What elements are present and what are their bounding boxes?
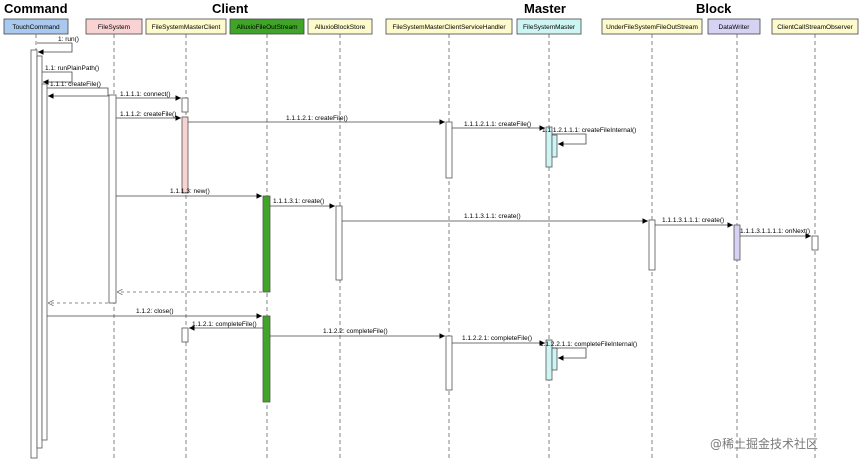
activation-fsm-completefileinternal xyxy=(551,347,558,371)
participant-label: DataWriter xyxy=(719,24,751,31)
message-label: 1.1.1.3.1.1.1: create() xyxy=(662,217,724,224)
message-label: 1: run() xyxy=(58,36,79,43)
group-label-client: Client xyxy=(212,1,249,16)
participant-alluxioblockstore: AlluxioBlockStore xyxy=(307,18,373,35)
message-label: 1.1.1.3.1.1.1.1: onNext() xyxy=(740,228,810,235)
participant-filesystemmasterclient: FileSystemMasterClient xyxy=(145,18,227,35)
activation-touchcommand-inner xyxy=(41,83,48,441)
activation-handler-createfile xyxy=(445,121,453,179)
message-label: 1.1.1.3.1.1: create() xyxy=(464,213,521,220)
message-arrows xyxy=(37,42,811,361)
participant-filesystemmaster: FileSystemMaster xyxy=(516,18,582,35)
participant-label: ClientCallStreamObserver xyxy=(777,24,853,31)
message-label: 1.1: runPlainPath() xyxy=(45,65,99,72)
participant-underfilesystemfileoutstream: UnderFileSystemFileOutStream xyxy=(601,18,703,35)
activation-fsmc-completefile xyxy=(181,327,189,343)
participant-touchcommand: TouchCommand xyxy=(3,18,69,35)
activation-fsm-createfileinternal xyxy=(551,134,558,158)
arrow-run xyxy=(37,42,73,55)
activation-afo-close xyxy=(262,315,271,403)
group-label-block: Block xyxy=(696,1,732,16)
participant-label: FileSystemMasterClient xyxy=(152,24,221,31)
activation-handler-completefile xyxy=(445,335,453,391)
participant-label: UnderFileSystemFileOutStream xyxy=(606,24,698,31)
activation-touchcommand-run xyxy=(30,49,38,459)
message-label: 1.1.1.2: createFile() xyxy=(120,111,176,118)
activation-fsmc-createfile xyxy=(181,116,189,194)
participant-filesystem: FileSystem xyxy=(85,18,143,35)
message-label: 1.1.1.3.1: create() xyxy=(273,198,324,205)
return-arrows xyxy=(48,292,262,303)
activation-touchcommand-runplain xyxy=(36,55,43,449)
participant-label: AlluxioBlockStore xyxy=(315,24,366,31)
activation-ufs-create xyxy=(648,219,656,271)
message-label: 1.1.1: createFile() xyxy=(50,81,101,88)
message-label: 1.1.2.1: completeFile() xyxy=(192,321,257,328)
activation-ccso-onnext xyxy=(811,235,819,251)
participant-label: FileSystem xyxy=(98,24,130,31)
arrow-createfile-self xyxy=(47,87,109,99)
activation-fsmc-connect xyxy=(181,97,189,113)
message-label: 1.1.2.2: completeFile() xyxy=(323,328,388,335)
watermark-text: @稀土掘金技术社区 xyxy=(710,436,818,451)
activation-datawriter-create xyxy=(733,224,741,261)
participant-label: FileSystemMaster xyxy=(523,24,576,31)
message-label: 1.1.1.2.1: createFile() xyxy=(286,115,348,122)
participant-label: AlluxioFileOutStream xyxy=(236,24,297,31)
participant-datawriter: DataWriter xyxy=(707,18,761,35)
message-label: 1.1.2.2.1: completeFile() xyxy=(462,335,532,342)
message-label: 1.1.2.2.1.1: completeFileInternal() xyxy=(540,341,637,348)
activation-filesystem xyxy=(108,94,117,304)
arrow-completefileinternal xyxy=(552,347,587,361)
message-label: 1.1.1.2.1.1.1: createFileInternal() xyxy=(542,127,636,134)
participant-clientcallstreamobserver: ClientCallStreamObserver xyxy=(771,18,859,35)
activation-afo-new xyxy=(262,195,271,293)
participant-alluxiofileoutstream: AlluxioFileOutStream xyxy=(229,18,305,35)
activation-abs-create xyxy=(335,205,343,281)
message-label: 1.1.1.3: new() xyxy=(170,188,210,195)
group-label-master: Master xyxy=(524,1,566,16)
participant-label: FileSystemMasterClientServiceHandler xyxy=(392,24,506,31)
message-label: 1.1.1.1: connect() xyxy=(120,91,171,98)
arrow-runplainpath xyxy=(42,71,73,85)
activations xyxy=(30,49,819,459)
participant-label: TouchCommand xyxy=(12,24,60,31)
message-label: 1.1.1.2.1.1: createFile() xyxy=(464,121,531,128)
message-label: 1.1.2: close() xyxy=(136,308,174,315)
group-label-command: Command xyxy=(4,1,68,16)
arrow-createfileinternal xyxy=(552,133,587,147)
participant-filesystemmasterclientservicehandler: FileSystemMasterClientServiceHandler xyxy=(385,18,513,35)
